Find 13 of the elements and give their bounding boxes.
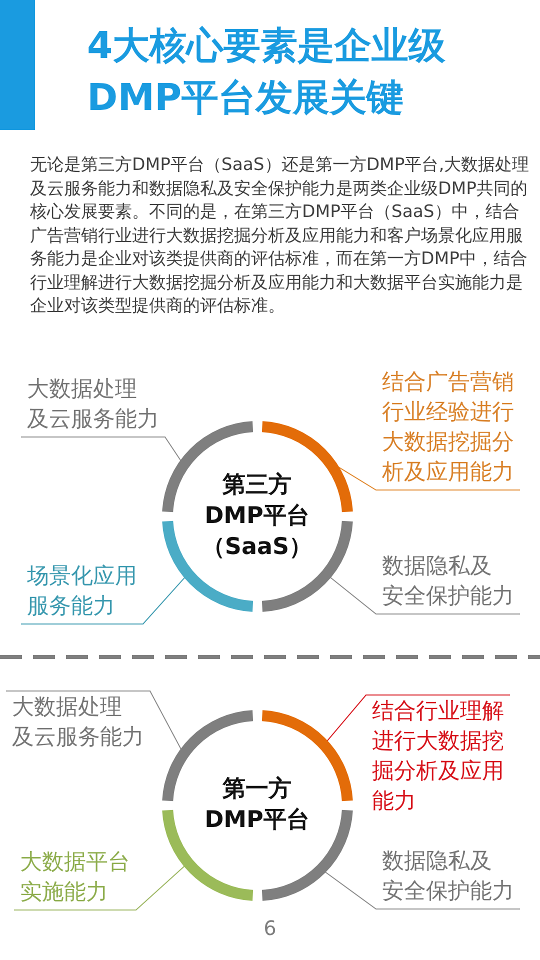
title: 4大核心要素是企业级DMP平台发展关键 <box>0 0 540 130</box>
center-text: 第一方DMP平台 <box>197 774 317 836</box>
callout-text: 数据隐私及安全保护能力 <box>382 552 514 612</box>
callout-text: 大数据处理及云服务能力 <box>12 693 144 753</box>
callout-text: 结合广告营销行业经验进行大数据挖掘分析及应用能力 <box>382 368 514 488</box>
page-number: 6 <box>262 915 278 941</box>
callout-text: 大数据平台实施能力 <box>20 848 130 908</box>
paragraph: 无论是第三方DMP平台（SaaS）还是第一方DMP平台,大数据处理及云服务能力和数据隐私及安全保护能力是两类企业级DMP共同的核心发展要素。不同的是，在第三方DMP平台（SaaS）中，结合广告营销行业进行大数据挖掘分析及应用能力和客户场景化应用服务能力是企业对该类提供商的评估标准，而在第一方DMP中，结合行业理解进行大数据挖掘分析及应用能力和大数据平台实施能力是企业对该类型提供商的评估标准。 <box>30 154 530 318</box>
callout-text: 场景化应用服务能力 <box>27 562 137 622</box>
callout-text: 大数据处理及云服务能力 <box>27 375 159 435</box>
callout-text: 数据隐私及安全保护能力 <box>382 847 514 907</box>
callout-text: 结合行业理解进行大数据挖掘分析及应用能力 <box>372 697 504 817</box>
center-text: 第三方DMP平台（SaaS） <box>197 470 317 563</box>
